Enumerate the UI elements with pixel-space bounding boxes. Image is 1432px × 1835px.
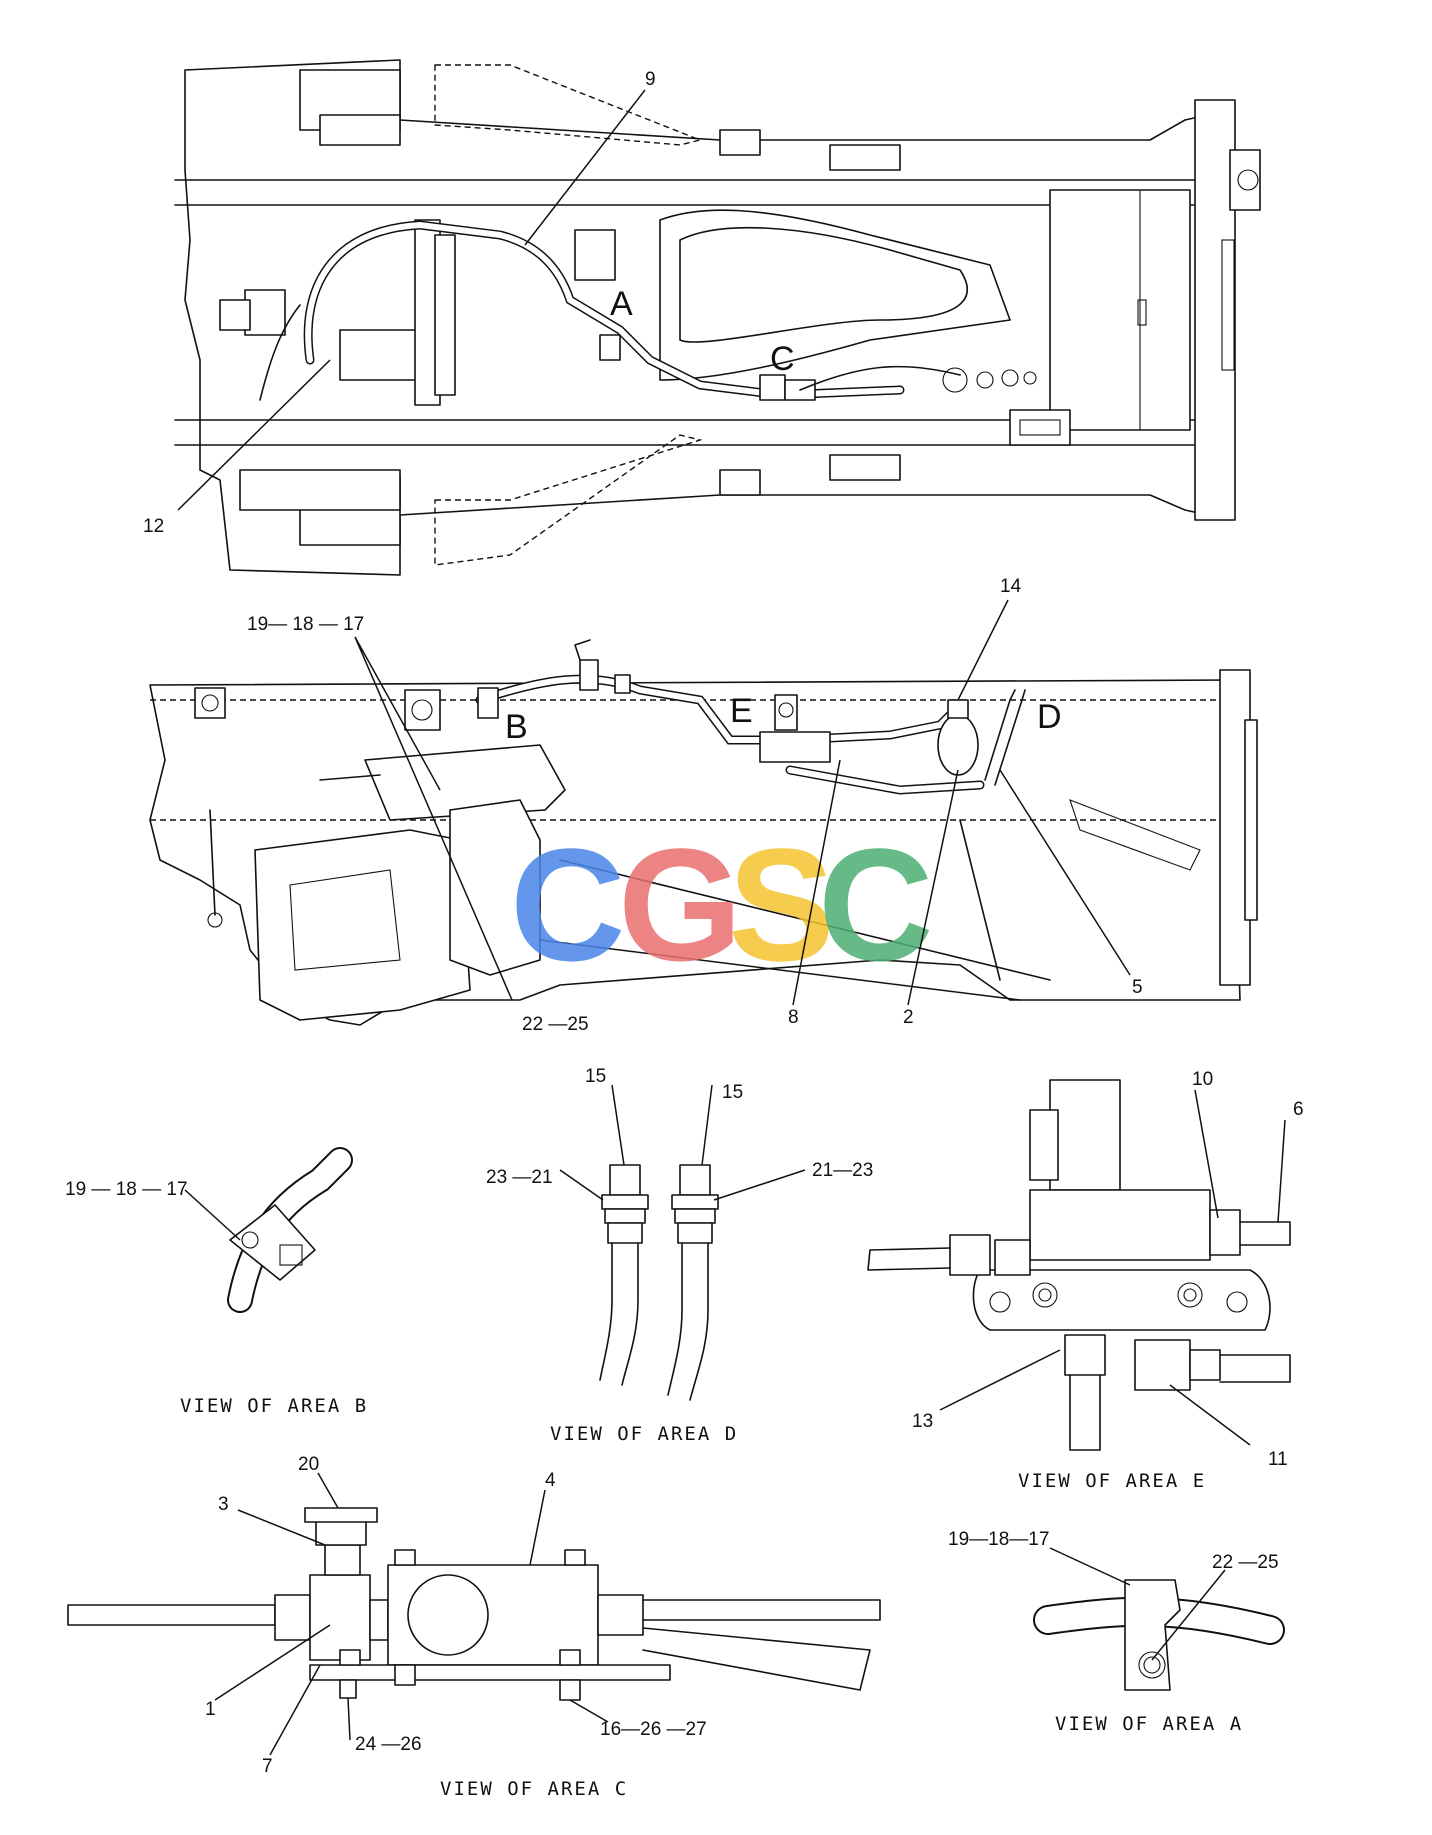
callout-23-21: 23 —21 — [486, 1167, 553, 1188]
caption-view-area-e: VIEW OF AREA E — [1018, 1470, 1206, 1492]
area-letter-a: A — [610, 285, 633, 323]
callout-16-26-27: 16—26 —27 — [600, 1719, 707, 1740]
callout-5: 5 — [1132, 977, 1143, 998]
watermark-letter-s: S — [728, 815, 835, 994]
view-area-e — [867, 1079, 1291, 1451]
leader-lines — [177, 89, 1286, 1756]
callout-15-right: 15 — [722, 1082, 743, 1103]
view-area-a — [1033, 1579, 1285, 1691]
side-view-frame — [149, 639, 1258, 1026]
callout-22-25-a: 22 —25 — [1212, 1552, 1279, 1573]
callout-9: 9 — [645, 69, 656, 90]
area-letter-b: B — [505, 708, 528, 746]
watermark: C G S C — [510, 815, 934, 994]
callout-2: 2 — [903, 1007, 914, 1028]
callout-11: 11 — [1268, 1449, 1288, 1470]
callout-24-26: 24 —26 — [355, 1734, 422, 1755]
callout-8: 8 — [788, 1007, 799, 1028]
callout-19-18-17-a: 19—18—17 — [948, 1529, 1049, 1550]
callout-20: 20 — [298, 1454, 319, 1475]
callout-14: 14 — [1000, 576, 1022, 597]
callout-6: 6 — [1293, 1099, 1304, 1120]
callout-10: 10 — [1192, 1069, 1213, 1090]
area-letter-e: E — [730, 692, 753, 730]
watermark-letter-g: G — [618, 815, 742, 994]
caption-view-area-c: VIEW OF AREA C — [440, 1778, 628, 1800]
callout-22-25-side: 22 —25 — [522, 1014, 589, 1035]
area-letter-d: D — [1037, 698, 1062, 736]
view-area-c — [67, 1507, 881, 1701]
top-view-frame — [174, 59, 1261, 576]
watermark-letter-c2: C — [818, 815, 934, 994]
caption-view-area-a: VIEW OF AREA A — [1055, 1713, 1243, 1735]
view-area-b — [227, 1147, 353, 1313]
view-captions: VIEW OF AREA B VIEW OF AREA D VIEW OF AR… — [180, 1395, 1243, 1800]
area-letter-c: C — [770, 340, 795, 378]
callout-15-left: 15 — [585, 1066, 606, 1087]
callout-13: 13 — [912, 1411, 933, 1432]
callout-labels: 9 12 14 19— 18 — 17 22 —25 8 2 5 15 15 2… — [65, 69, 1304, 1777]
callout-12: 12 — [143, 516, 164, 537]
callout-19-18-17-side: 19— 18 — 17 — [247, 614, 364, 635]
callout-21-23: 21—23 — [812, 1160, 873, 1181]
callout-3: 3 — [218, 1494, 229, 1515]
view-area-d — [599, 1164, 719, 1401]
callout-1: 1 — [205, 1699, 216, 1720]
callout-7: 7 — [262, 1756, 273, 1777]
watermark-letter-c1: C — [510, 815, 626, 994]
area-letters: A B C D E — [505, 285, 1062, 746]
callout-4: 4 — [545, 1470, 556, 1491]
caption-view-area-d: VIEW OF AREA D — [550, 1423, 738, 1445]
callout-19-18-17-b: 19 — 18 — 17 — [65, 1179, 188, 1200]
caption-view-area-b: VIEW OF AREA B — [180, 1395, 368, 1417]
